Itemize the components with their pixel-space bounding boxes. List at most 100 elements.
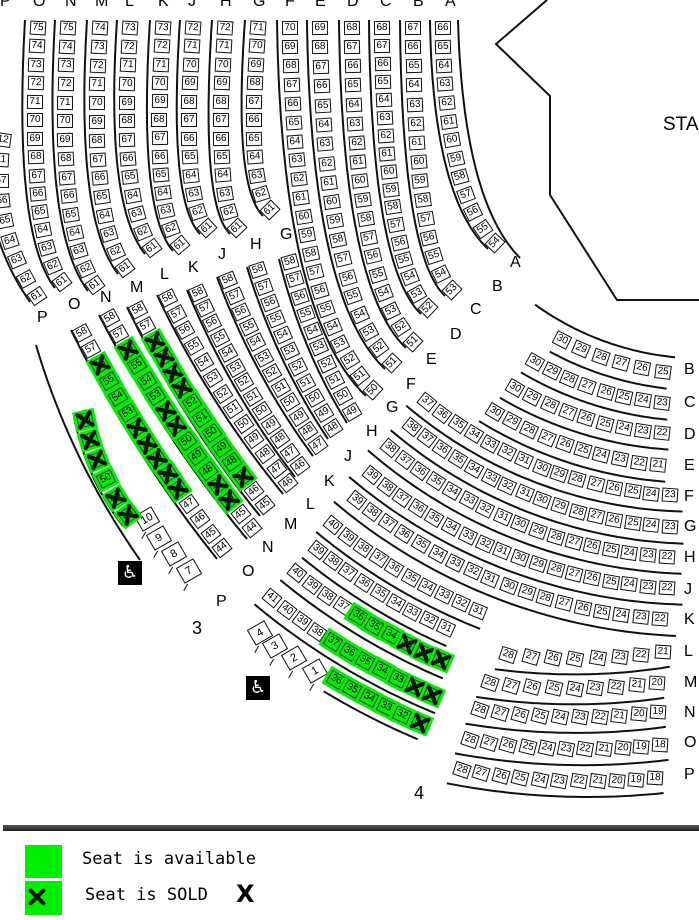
seat-number: 67: [183, 114, 195, 126]
seat-number: 66: [215, 132, 227, 144]
seat-number: 57: [308, 265, 322, 279]
seat-number: 54: [305, 323, 320, 338]
seat-number: 23: [655, 396, 669, 409]
row-label: E: [315, 0, 326, 10]
seat-number: 29: [504, 413, 520, 429]
seat-number: 70: [59, 115, 71, 127]
seat: 68: [312, 40, 329, 55]
seat: 68: [57, 151, 75, 167]
seat-number: 68: [314, 41, 327, 53]
seat-number: 64: [249, 150, 262, 163]
seat: 70: [281, 20, 299, 36]
seat: 23: [586, 680, 605, 697]
seat: 21: [588, 773, 607, 790]
seat: 65: [213, 149, 230, 165]
seat-number: 65: [287, 116, 300, 129]
seat-number: 32: [477, 535, 493, 551]
seat-number: 25: [568, 651, 583, 665]
seat-number: 34: [374, 662, 390, 678]
seat-number: 30: [513, 516, 528, 531]
seat-number: 49: [315, 405, 332, 421]
seat-number: 67: [407, 21, 419, 34]
seat: 23: [610, 648, 629, 666]
seat-number: 59: [328, 214, 342, 228]
row-label: K: [158, 0, 169, 10]
seat: 64: [315, 117, 333, 133]
seat-number: 55: [129, 357, 145, 373]
seat-number: 62: [108, 243, 123, 259]
seat-number: 66: [93, 171, 106, 184]
seat-number: 68: [248, 77, 261, 89]
seat: 62: [290, 171, 308, 188]
seat-number: 31: [471, 603, 486, 618]
row-divider-line: [0, 240, 31, 303]
seat: 24: [588, 650, 607, 667]
stage-outline: [494, 0, 699, 301]
seat-number: 67: [30, 169, 43, 181]
seat-number: 28: [548, 529, 563, 544]
seat-number: 30: [535, 492, 550, 507]
seat: 69: [213, 75, 231, 91]
seat-number: 71: [252, 21, 264, 34]
seat-number: 34: [443, 519, 459, 535]
seat: 58: [413, 192, 432, 209]
row-divider-line: [399, 19, 446, 297]
seat-number: 65: [316, 99, 329, 111]
seat-number: 54: [275, 327, 291, 343]
seat-number: 69: [284, 40, 297, 53]
seat-number: 35: [450, 451, 466, 467]
seat-number: 37: [419, 430, 435, 446]
seat-number: 64: [3, 233, 18, 248]
seat-number: 27: [580, 378, 595, 393]
seat-number: 24: [533, 772, 547, 786]
seat: 75: [29, 20, 47, 36]
seat-number: 69: [29, 132, 41, 144]
seat-number: 54: [376, 285, 391, 300]
seat-number: 65: [377, 75, 389, 88]
seat: 74: [28, 39, 46, 54]
wheelchair-icon: ♿: [118, 561, 142, 585]
wheelchair-icon: ♿: [246, 676, 270, 700]
seat-number: 27: [539, 429, 555, 445]
seat: 66: [151, 149, 169, 164]
seat-number: 62: [350, 136, 363, 149]
seat: 72: [153, 38, 171, 54]
seat-number: 21: [657, 645, 669, 658]
row-label: H: [220, 0, 232, 10]
seat-number: 28: [570, 472, 585, 486]
seat-number: 23: [552, 773, 566, 787]
row-label: P: [0, 0, 11, 10]
seat-number: 27: [504, 678, 519, 692]
section-number-right: 4: [414, 783, 425, 803]
seat: 71: [57, 95, 74, 110]
seat-number: 32: [453, 595, 469, 611]
seat-number: 47: [180, 495, 197, 512]
seat-number: 61: [29, 287, 45, 304]
row-label: A: [445, 0, 456, 10]
seat-number: 23: [559, 742, 573, 756]
seat-number: 23: [664, 520, 676, 533]
seat-number: 73: [30, 58, 42, 71]
seat: 67: [151, 131, 168, 146]
seat-number: 35: [372, 585, 388, 601]
seat-number: 33: [482, 435, 498, 451]
legend-sold-label: Seat is SOLD: [85, 885, 208, 905]
seat-number: 33: [461, 492, 477, 508]
row-divider-line: [51, 19, 89, 292]
seat-number: 35: [357, 653, 373, 669]
row-divider-line: [113, 19, 146, 255]
seat-number: 27: [567, 534, 581, 549]
seat-number: 28: [542, 397, 558, 412]
seat-number: 71: [29, 95, 41, 107]
seat: 24: [620, 544, 639, 562]
seat-number: 71: [185, 40, 198, 52]
seat-number: 24: [540, 741, 554, 755]
seat-number: 53: [332, 335, 348, 351]
seat-number: 71: [155, 58, 167, 70]
seat-sold: 31: [409, 713, 430, 733]
seat-number: 64: [408, 79, 420, 91]
seat: 21: [654, 644, 672, 660]
seat: 21: [649, 457, 667, 473]
row-label: L: [684, 643, 693, 660]
seat-number: 70: [284, 21, 296, 34]
